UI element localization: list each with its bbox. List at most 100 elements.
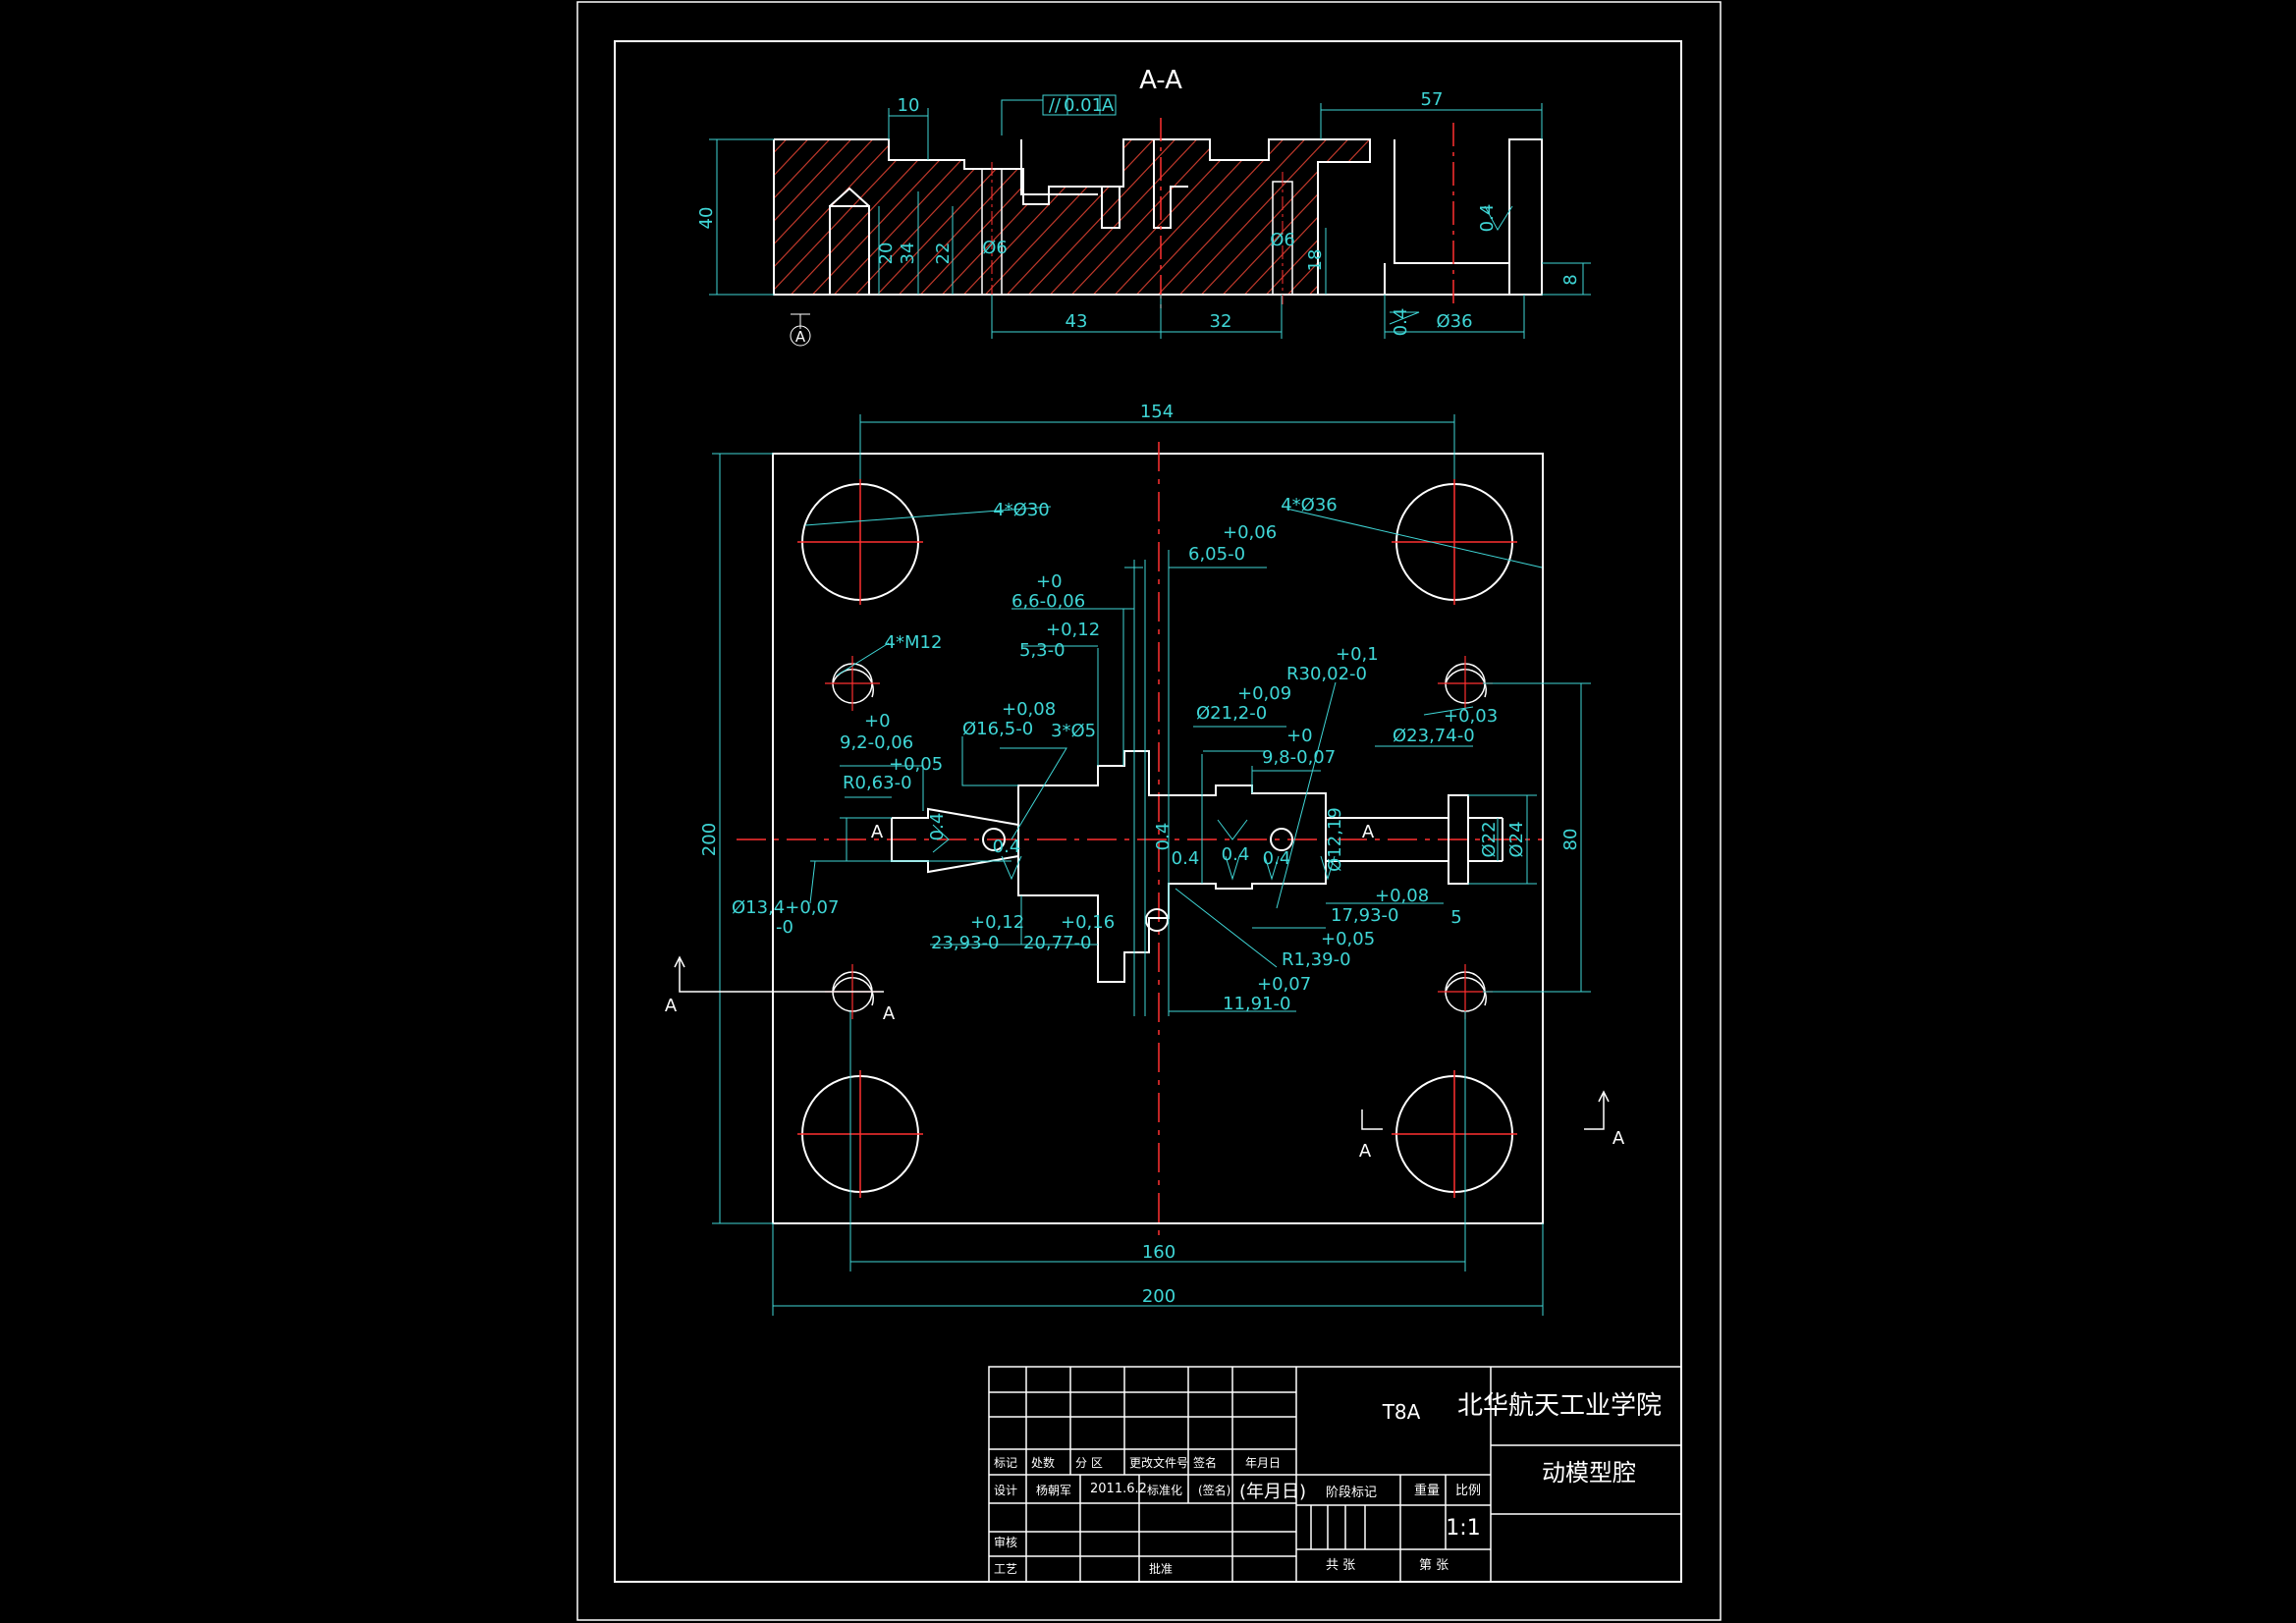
svg-text:20: 20 [876, 243, 897, 265]
svg-text:共 张: 共 张 [1326, 1558, 1355, 1573]
plan-view [737, 442, 1544, 1237]
svg-text:0.4: 0.4 [1153, 823, 1174, 851]
svg-text:+0,1: +0,1 [1336, 644, 1379, 665]
svg-text:更改文件号: 更改文件号 [1129, 1455, 1188, 1470]
svg-text:5: 5 [1450, 907, 1461, 928]
svg-text:+0,05: +0,05 [889, 754, 943, 775]
svg-text:0.01: 0.01 [1064, 95, 1103, 116]
section-labels: 10 57 40 20 34 22 Ø6 Ø6 18 8 43 32 Ø36 0… [696, 89, 1581, 346]
svg-text:签名: 签名 [1193, 1455, 1217, 1470]
svg-text:+0,03: +0,03 [1444, 706, 1498, 727]
svg-text:+0,12: +0,12 [1046, 620, 1100, 640]
svg-text:80: 80 [1560, 829, 1581, 851]
svg-text:43: 43 [1066, 311, 1088, 332]
svg-text:+0,16: +0,16 [1061, 912, 1115, 933]
svg-text://: // [1049, 95, 1062, 116]
svg-text:0.4: 0.4 [1222, 844, 1250, 865]
plan-dimensions [712, 414, 1591, 1316]
svg-text:审核: 审核 [994, 1535, 1017, 1549]
svg-text:+0,08: +0,08 [1002, 699, 1056, 720]
svg-text:(年月日): (年月日) [1239, 1482, 1306, 1502]
svg-text:11,91-0: 11,91-0 [1223, 994, 1290, 1014]
svg-text:32: 32 [1210, 311, 1232, 332]
svg-text:北华航天工业学院: 北华航天工业学院 [1457, 1391, 1662, 1421]
svg-text:Ø36: Ø36 [1436, 311, 1472, 332]
svg-text:1:1: 1:1 [1446, 1516, 1480, 1541]
svg-text:A: A [1613, 1128, 1625, 1149]
svg-text:4*M12: 4*M12 [885, 632, 943, 653]
svg-text:6,05-0: 6,05-0 [1188, 544, 1245, 565]
svg-text:20,77-0: 20,77-0 [1023, 933, 1091, 953]
section-cut-marks [674, 955, 1610, 1130]
svg-text:第 张: 第 张 [1419, 1558, 1449, 1573]
svg-text:200: 200 [1142, 1286, 1175, 1307]
svg-text:2011.6.2: 2011.6.2 [1090, 1482, 1147, 1496]
svg-text:4*Ø30: 4*Ø30 [993, 500, 1050, 520]
svg-text:R0,63-0: R0,63-0 [843, 773, 912, 793]
svg-text:+0: +0 [864, 711, 891, 731]
plan-labels: 154 4*Ø30 4*Ø36 4*M12 200 80 160 200 +0,… [665, 402, 1625, 1307]
svg-text:T8A: T8A [1382, 1400, 1421, 1424]
svg-text:10: 10 [898, 95, 920, 116]
svg-text:年月日: 年月日 [1245, 1456, 1281, 1470]
svg-text:+0,07: +0,07 [1257, 974, 1311, 995]
svg-text:160: 160 [1142, 1242, 1175, 1263]
svg-text:杨朝军: 杨朝军 [1036, 1483, 1071, 1497]
svg-text:重量: 重量 [1414, 1483, 1440, 1498]
svg-text:R1,39-0: R1,39-0 [1282, 949, 1351, 970]
svg-text:23,93-0: 23,93-0 [931, 933, 999, 953]
svg-text:3*Ø5: 3*Ø5 [1051, 721, 1096, 741]
svg-text:Ø13,4+0,07: Ø13,4+0,07 [732, 897, 839, 918]
svg-text:5,3-0: 5,3-0 [1019, 640, 1066, 661]
svg-text:200: 200 [699, 823, 720, 856]
svg-text:动模型腔: 动模型腔 [1542, 1459, 1636, 1487]
svg-text:R30,02-0: R30,02-0 [1286, 664, 1367, 684]
cavity-profile [891, 750, 1503, 983]
svg-text:40: 40 [696, 207, 717, 230]
svg-text:+0,12: +0,12 [970, 912, 1024, 933]
svg-text:4*Ø36: 4*Ø36 [1281, 495, 1338, 515]
svg-text:A: A [871, 822, 884, 842]
svg-text:9,8-0,07: 9,8-0,07 [1262, 747, 1336, 768]
svg-text:+0,06: +0,06 [1223, 522, 1277, 543]
svg-text:Ø12,19: Ø12,19 [1325, 807, 1345, 872]
svg-text:A: A [1359, 1141, 1372, 1162]
svg-text:Ø23,74-0: Ø23,74-0 [1393, 726, 1475, 746]
svg-text:工艺: 工艺 [994, 1562, 1017, 1576]
svg-text:0.4: 0.4 [1172, 848, 1200, 869]
svg-text:Ø22: Ø22 [1479, 821, 1500, 857]
svg-text:154: 154 [1140, 402, 1174, 422]
svg-text:+0,09: +0,09 [1237, 683, 1291, 704]
outer-border [576, 1, 1722, 1621]
svg-text:A: A [1362, 822, 1375, 842]
svg-text:0.4: 0.4 [1477, 204, 1498, 233]
title-block-text: T8A 北华航天工业学院 动模型腔 阶段标记 重量 比例 1:1 共 张 第 张… [994, 1391, 1662, 1576]
svg-text:标准化: 标准化 [1147, 1484, 1182, 1497]
svg-text:阶段标记: 阶段标记 [1326, 1486, 1377, 1500]
svg-text:A: A [883, 1003, 896, 1024]
svg-text:34: 34 [898, 243, 918, 265]
svg-text:9,2-0,06: 9,2-0,06 [840, 732, 913, 753]
svg-text:+0: +0 [1036, 571, 1063, 592]
svg-text:A: A [1102, 95, 1115, 116]
svg-text:Ø6: Ø6 [1270, 230, 1295, 250]
svg-text:Ø6: Ø6 [982, 238, 1008, 258]
svg-text:6,6-0,06: 6,6-0,06 [1011, 591, 1085, 612]
svg-text:8: 8 [1560, 274, 1581, 285]
section-dimensions [709, 94, 1591, 347]
svg-text:Ø24: Ø24 [1506, 821, 1527, 857]
svg-text:18: 18 [1305, 249, 1326, 272]
svg-text:标记: 标记 [994, 1456, 1017, 1470]
svg-text:+0,05: +0,05 [1321, 929, 1375, 949]
svg-text:0.4: 0.4 [1391, 308, 1411, 337]
svg-text:-0: -0 [776, 917, 793, 938]
svg-text:设计: 设计 [994, 1484, 1017, 1497]
svg-text:0.4: 0.4 [927, 813, 948, 841]
svg-text:+0,08: +0,08 [1375, 886, 1429, 906]
svg-text:比例: 比例 [1455, 1484, 1481, 1498]
svg-text:22: 22 [933, 243, 954, 265]
svg-text:(签名): (签名) [1198, 1483, 1230, 1497]
section-view [773, 118, 1543, 312]
svg-text:57: 57 [1421, 89, 1444, 110]
